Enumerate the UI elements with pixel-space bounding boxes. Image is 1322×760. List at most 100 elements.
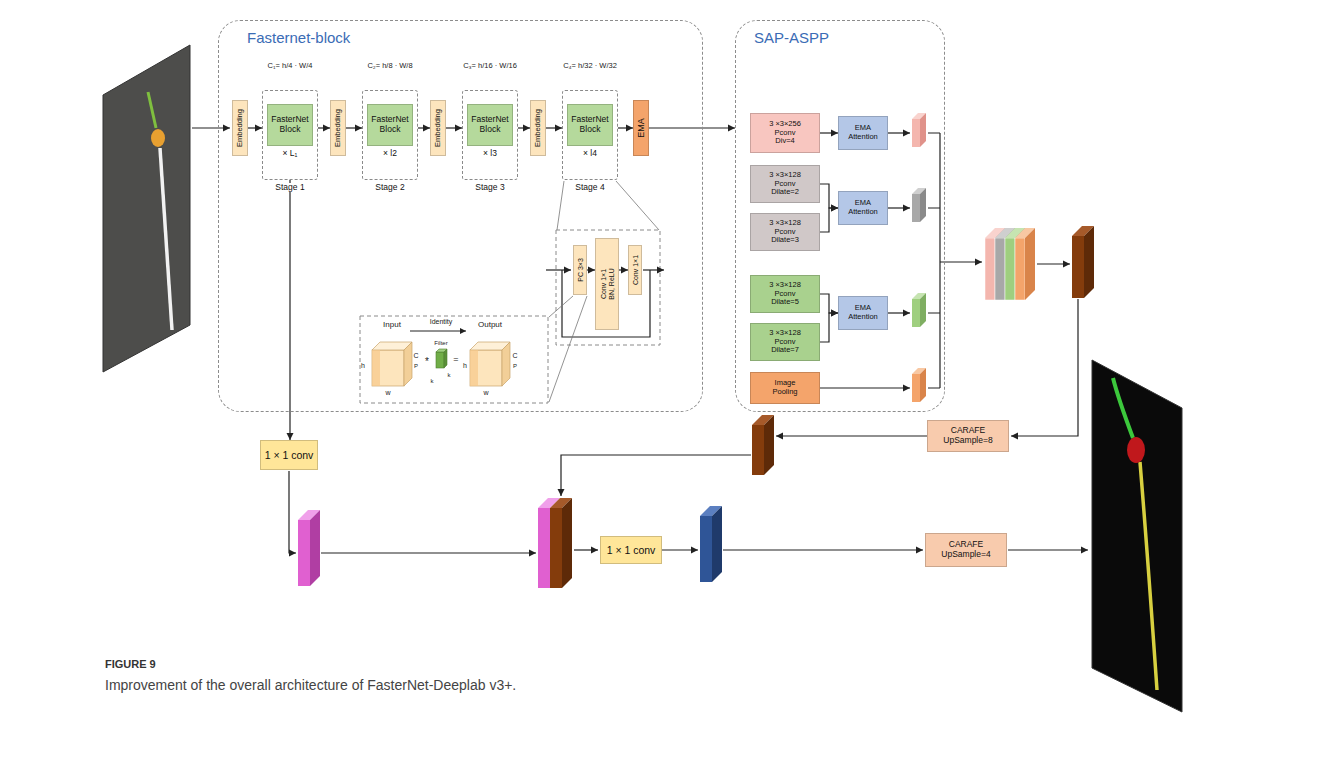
connector-arrow [820, 184, 838, 208]
feature-map [700, 506, 722, 582]
flow-line [888, 207, 910, 208]
box-label: Conv 1×1 [600, 269, 607, 299]
output-mask [1092, 360, 1182, 712]
map-face [298, 520, 310, 586]
feature-map [912, 368, 926, 402]
connector-arrow [619, 269, 628, 270]
dimension-label: h [463, 362, 467, 370]
partial-channels [470, 350, 478, 386]
map-face [912, 119, 920, 147]
cube-face [404, 342, 412, 386]
box-label: FasterNet Block [370, 115, 410, 135]
stage-label: Stage 3 [473, 183, 506, 192]
map-face [920, 113, 926, 147]
flow-line [888, 312, 910, 313]
map-face [700, 516, 712, 582]
map-face [995, 238, 1005, 300]
flow-line [940, 261, 982, 262]
operator-label: = [453, 355, 458, 365]
zoom-line [557, 181, 564, 230]
box-label: CARAFE UpSample=4 [936, 540, 996, 560]
attention-box: EMA Attention [838, 116, 888, 150]
stage-frame: × L₁Stage 1FasterNet Block [262, 90, 318, 180]
inset-frame [556, 230, 660, 345]
connector-arrow [820, 294, 838, 313]
connector-arrow [346, 127, 362, 128]
flow-line [546, 269, 571, 270]
stage-frame: × l3Stage 3FasterNet Block [462, 90, 518, 180]
feature-map [912, 113, 926, 147]
connector-arrow [546, 127, 562, 128]
connector-arrow [446, 127, 462, 128]
operator-label: * [425, 356, 429, 367]
partial-channels [372, 350, 380, 386]
flow-line [289, 471, 296, 553]
concat-stack [985, 228, 1035, 300]
flow-line [820, 387, 910, 388]
box-label: EMA Attention [843, 124, 883, 141]
feature-map [1072, 226, 1094, 298]
connector-arrow [587, 269, 595, 270]
feature-map [912, 293, 926, 327]
zoom-line [549, 296, 587, 402]
merge-bracket [928, 133, 940, 388]
embedding-box: Embedding [330, 100, 346, 156]
dimension-label: P [414, 363, 418, 370]
zoom-line [616, 181, 659, 230]
feature-map [298, 510, 320, 586]
formula-label: C₃= h/16 · W/16 [463, 62, 517, 70]
stage-frame: × l4Stage 4FasterNet Block [562, 90, 618, 180]
region-title: SAP-ASPP [754, 29, 829, 46]
embedding-box: Embedding [430, 100, 446, 156]
cube-face [372, 350, 404, 386]
pooling-box: Image Pooling [750, 372, 820, 404]
cube-face [436, 352, 444, 368]
dimension-label: k [448, 372, 451, 379]
seedling-root [1140, 462, 1157, 690]
pconv-box: 3 ×3×128 Pconv Dilate=3 [750, 213, 820, 251]
box-label: 3 ×3×128 Pconv Dilate=3 [765, 219, 805, 245]
tensor-cube [470, 342, 510, 386]
flow-line [888, 132, 910, 133]
map-face [1015, 238, 1025, 300]
fasternet-block: FasterNet Block [567, 104, 613, 146]
map-face [752, 425, 764, 475]
map-face [920, 188, 926, 222]
map-face [920, 293, 926, 327]
dimension-label: C [512, 352, 517, 360]
connector-arrow [820, 132, 838, 133]
map-face [1084, 226, 1094, 298]
photo-frame [1092, 360, 1182, 712]
map-face [712, 506, 722, 582]
connector-arrow [618, 127, 633, 128]
stage-label: Stage 4 [573, 183, 606, 192]
pconv-box: 3 ×3×128 Pconv Dilate=2 [750, 165, 820, 203]
map-face [912, 299, 920, 327]
concat-stack [538, 498, 572, 588]
map-face [985, 238, 995, 300]
flow-line [776, 435, 927, 436]
conv-box: 1 × 1 conv [600, 536, 662, 564]
seedling-leaf [148, 92, 156, 128]
box-label: 3 ×3×256 Pconv Div=4 [765, 120, 805, 146]
figure-number: FIGURE 9 [105, 658, 156, 670]
fasternet-block: FasterNet Block [367, 104, 413, 146]
flow-line [662, 549, 698, 550]
cube-face [470, 350, 502, 386]
map-face [995, 228, 1005, 300]
box-label: PC 3×3 [577, 258, 584, 282]
seed [151, 129, 165, 147]
pconv-box: 3 ×3×256 Pconv Div=4 [750, 113, 820, 153]
box-label: 1 × 1 conv [607, 544, 656, 556]
filter-cube [436, 349, 447, 368]
box-label: Embedding [236, 109, 244, 147]
dimension-label: k [431, 378, 434, 385]
flow-line [321, 552, 536, 553]
box-label: FasterNet Block [470, 115, 510, 135]
box-label: FasterNet Block [570, 115, 610, 135]
fasternet-block: FasterNet Block [467, 104, 513, 146]
map-face [310, 510, 320, 586]
stage-frame: × l2Stage 2FasterNet Block [362, 90, 418, 180]
